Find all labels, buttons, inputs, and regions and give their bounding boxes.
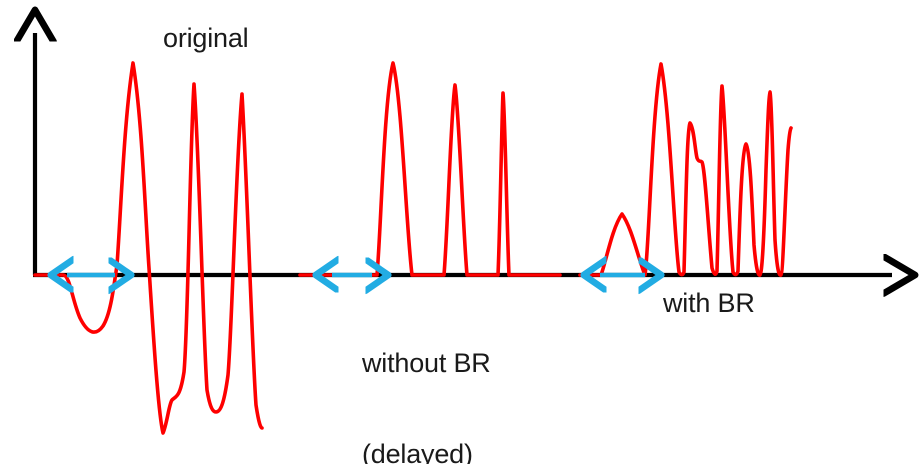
label-without-br-line1: without BR — [362, 348, 491, 379]
signal-trace-original — [33, 61, 264, 435]
label-original: original — [163, 23, 249, 53]
axis-group — [33, 33, 892, 275]
signal-traces — [33, 61, 793, 435]
label-with-br: with BR — [663, 288, 755, 318]
signal-trace-without-br — [298, 61, 562, 277]
label-without-br-line2: (delayed) — [362, 439, 473, 464]
label-without-br: without BR (delayed) — [362, 288, 491, 464]
signal-trace-with-br — [578, 62, 793, 277]
